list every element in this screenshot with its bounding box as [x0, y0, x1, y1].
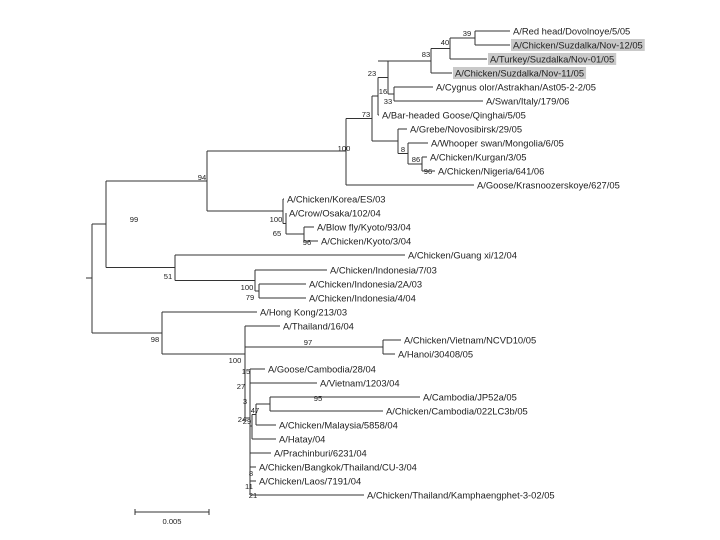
taxon-label: A/Vietnam/1203/04	[320, 377, 400, 388]
taxon-label: A/Prachinburi/6231/04	[274, 447, 367, 458]
bootstrap-value: 83	[422, 50, 430, 59]
taxon-label: A/Swan/Italy/179/06	[486, 95, 569, 106]
bootstrap-value: 3	[243, 397, 247, 406]
taxon-label: A/Chicken/Vietnam/NCVD10/05	[404, 334, 536, 345]
taxon-label: A/Thailand/16/04	[283, 320, 354, 331]
bootstrap-value: 24	[238, 415, 246, 424]
tree-branches	[86, 30, 510, 496]
taxon-label: A/Chicken/Laos/7191/04	[259, 475, 361, 486]
taxon-label: A/Turkey/Suzdalka/Nov-01/05	[490, 53, 614, 64]
bootstrap-value: 23	[368, 69, 376, 78]
taxon-label: A/Grebe/Novosibirsk/29/05	[410, 123, 522, 134]
taxon-labels: A/Red head/Dovolnoye/5/05A/Chicken/Suzda…	[259, 25, 643, 500]
taxon-label: A/Goose/Cambodia/28/04	[268, 363, 376, 374]
bootstrap-value: 33	[384, 97, 392, 106]
taxon-highlight	[511, 39, 645, 51]
taxon-label: A/Blow fly/Kyoto/93/04	[317, 221, 411, 232]
bootstrap-value: 65	[273, 229, 281, 238]
taxon-label: A/Hanoi/30408/05	[398, 348, 473, 359]
taxon-highlight	[453, 67, 587, 79]
bootstrap-value: 98	[151, 335, 159, 344]
bootstrap-value: 16	[379, 87, 387, 96]
taxon-label: A/Chicken/Guang xi/12/04	[408, 249, 517, 260]
bootstrap-value: 86	[412, 155, 420, 164]
bootstrap-value: 94	[198, 173, 206, 182]
bootstrap-value: 8	[401, 145, 405, 154]
taxon-highlight	[488, 53, 617, 65]
taxon-label: A/Chicken/Indonesia/4/04	[309, 292, 416, 303]
taxon-label: A/Bar-headed Goose/Qinghai/5/05	[382, 109, 526, 120]
scale-bar-label: 0.005	[162, 517, 181, 526]
bootstrap-value: 79	[246, 293, 254, 302]
bootstrap-value: 73	[362, 110, 370, 119]
scale-bar: 0.005	[134, 509, 210, 526]
bootstrap-value: 100	[241, 283, 254, 292]
bootstrap-value: 21	[249, 491, 257, 500]
bootstrap-value: 100	[270, 215, 283, 224]
taxon-label: A/Chicken/Thailand/Kamphaengphet-3-02/05	[367, 489, 555, 500]
bootstrap-value: 39	[463, 29, 471, 38]
taxon-label: A/Cygnus olor/Astrakhan/Ast05-2-2/05	[436, 81, 596, 92]
bootstrap-value: 99	[130, 215, 138, 224]
taxon-label: A/Chicken/Indonesia/7/03	[330, 264, 437, 275]
bootstrap-value: 47	[251, 406, 259, 415]
taxon-label: A/Whooper swan/Mongolia/6/05	[431, 137, 564, 148]
bootstrap-value: 100	[229, 356, 242, 365]
taxon-label: A/Crow/Osaka/102/04	[289, 207, 381, 218]
bootstrap-value: 8	[249, 469, 253, 478]
taxon-label: A/Red head/Dovolnoye/5/05	[513, 25, 630, 36]
taxon-label: A/Chicken/Malaysia/5858/04	[279, 419, 398, 430]
taxon-label: A/Chicken/Nigeria/641/06	[438, 165, 544, 176]
bootstrap-value: 97	[304, 338, 312, 347]
taxon-label: A/Chicken/Korea/ES/03	[287, 193, 386, 204]
taxon-label: A/Chicken/Kyoto/3/04	[321, 235, 411, 246]
bootstrap-value: 40	[441, 38, 449, 47]
taxon-label: A/Chicken/Kurgan/3/05	[430, 151, 526, 162]
bootstrap-value: 96	[424, 167, 432, 176]
taxon-label: A/Cambodia/JP52a/05	[423, 391, 517, 402]
bootstrap-value: 15	[242, 367, 250, 376]
bootstrap-value: 95	[314, 394, 322, 403]
taxon-label: A/Chicken/Indonesia/2A/03	[309, 278, 422, 289]
taxon-label: A/Goose/Krasnoozerskoye/627/05	[477, 179, 620, 190]
taxon-highlights	[453, 39, 645, 79]
taxon-label: A/Chicken/Cambodia/022LC3b/05	[386, 405, 528, 416]
bootstrap-value: 51	[164, 272, 172, 281]
bootstrap-value: 11	[245, 482, 253, 491]
bootstrap-value: 27	[237, 382, 245, 391]
bootstrap-value: 96	[303, 238, 311, 247]
taxon-label: A/Chicken/Suzdalka/Nov-12/05	[513, 39, 643, 50]
taxon-label: A/Hatay/04	[279, 433, 325, 444]
taxon-label: A/Chicken/Suzdalka/Nov-11/05	[455, 67, 584, 78]
bootstrap-value: 29	[243, 417, 251, 426]
bootstrap-value: 100	[338, 144, 351, 153]
taxon-label: A/Chicken/Bangkok/Thailand/CU-3/04	[259, 461, 417, 472]
taxon-label: A/Hong Kong/213/03	[260, 306, 347, 317]
